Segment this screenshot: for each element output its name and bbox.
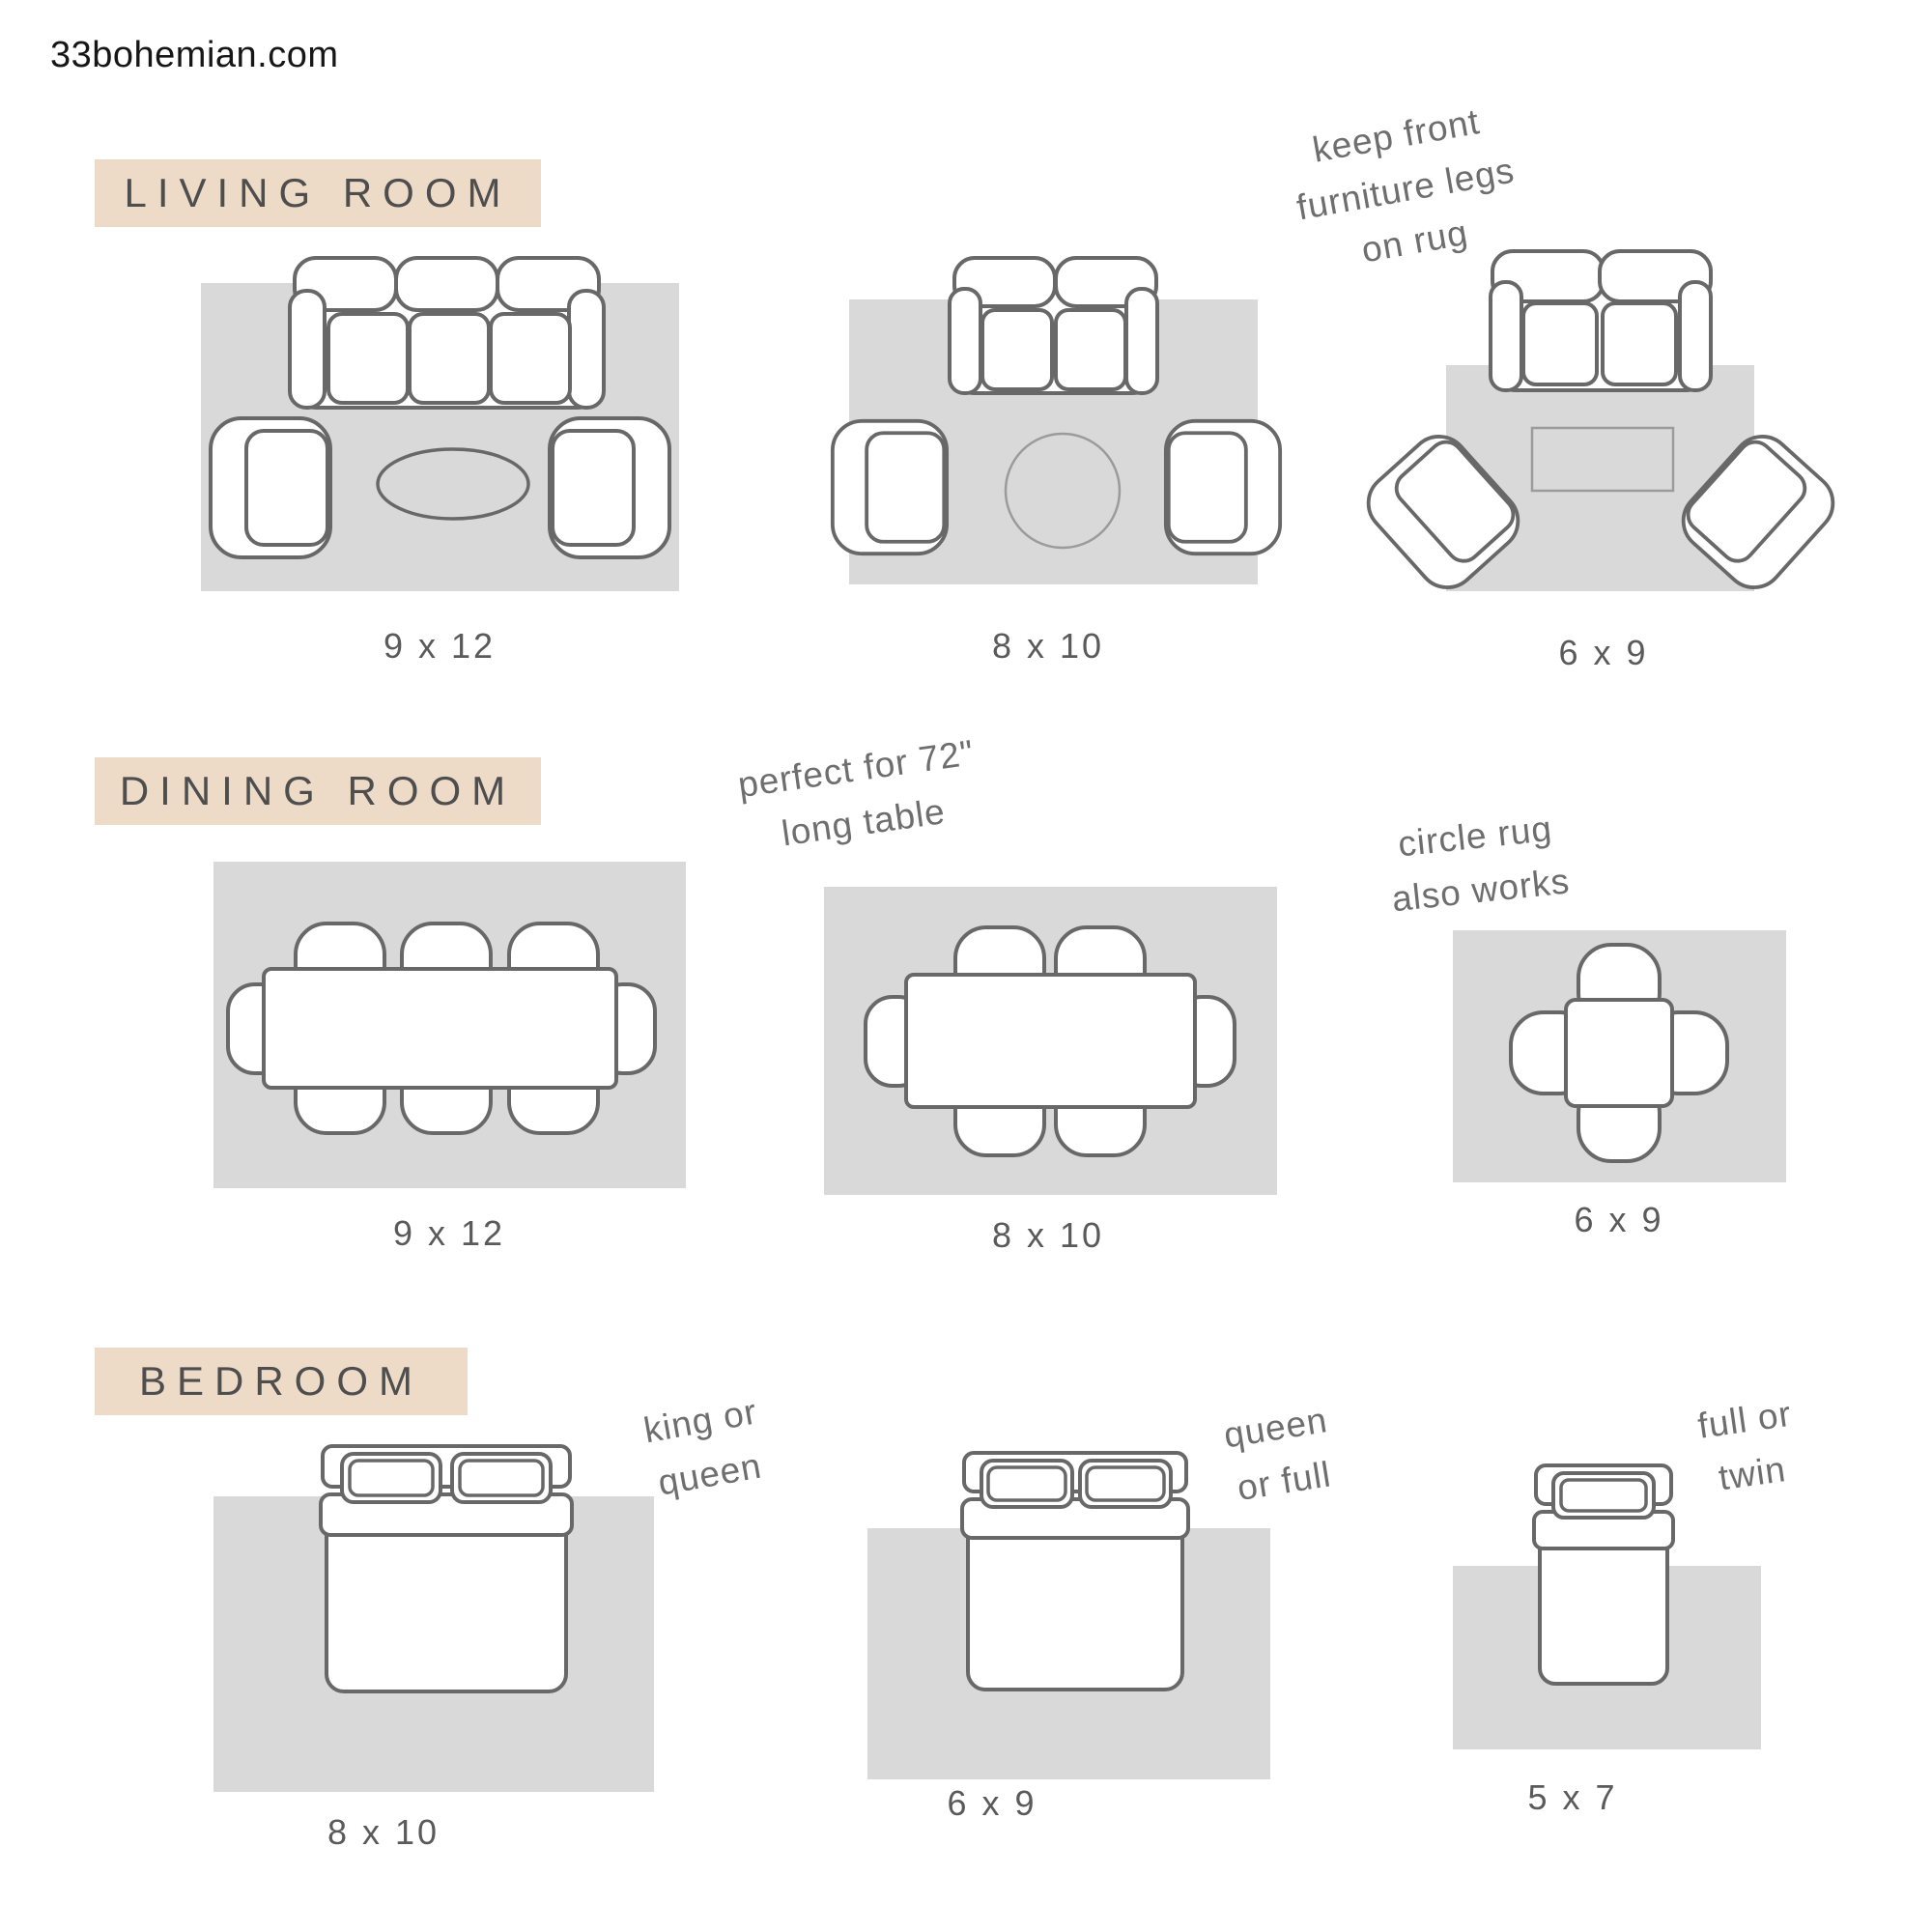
loveseat-icon [1489,249,1713,392]
size-label-dining-6x9: 6 x 9 [1574,1200,1664,1239]
bedroom-6x9-diagram [867,1451,1270,1779]
sofa-icon [288,256,606,410]
dining-room-9x12-diagram [213,862,686,1188]
pillow-icon [340,1452,553,1504]
coffee-table-round-icon [1004,432,1122,550]
size-label-bedroom-5x7: 5 x 7 [1527,1777,1618,1817]
armchair-icon [1166,421,1280,554]
dining-table-icon [904,973,1197,1109]
section-label-dining-room: DINING ROOM [95,757,541,825]
bed-icon [960,1451,1190,1691]
loveseat-icon [948,256,1159,395]
size-label-living-8x10: 8 x 10 [991,626,1105,666]
living-room-6x9-diagram [1352,249,1855,628]
armchair-icon [209,416,332,559]
coffee-table-rect-icon [1530,426,1675,493]
dining-room-6x9-diagram [1453,930,1786,1182]
armchair-icon [833,421,947,554]
bed-icon [1532,1463,1675,1686]
pillow-icon [1551,1471,1656,1520]
site-url: 33bohemian.com [50,35,339,75]
bedroom-5x7-diagram [1453,1463,1761,1749]
living-room-8x10-diagram [821,256,1304,584]
pillow-icon [980,1459,1173,1509]
size-label-living-9x12: 9 x 12 [383,626,497,666]
armchair-icon [548,416,671,559]
size-label-dining-8x10: 8 x 10 [991,1215,1105,1255]
dining-table-icon [262,967,618,1090]
living-room-9x12-diagram [201,256,679,591]
bedroom-8x10-diagram [213,1444,654,1792]
dining-table-icon [1564,998,1674,1108]
section-label-living-room: LIVING ROOM [95,159,541,227]
size-label-bedroom-8x10: 8 x 10 [327,1812,440,1852]
annotation-circle-rug: circle rug also works [1389,808,1572,919]
annotation-72-inch-table: perfect for 72" long table [735,732,977,853]
dining-room-8x10-diagram [824,887,1277,1195]
size-label-bedroom-6x9: 6 x 9 [947,1783,1037,1823]
size-label-dining-9x12: 9 x 12 [392,1213,506,1253]
size-label-living-6x9: 6 x 9 [1558,633,1649,672]
coffee-table-oval-icon [376,447,530,521]
section-label-bedroom: BEDROOM [95,1348,468,1415]
bed-icon [319,1444,574,1693]
